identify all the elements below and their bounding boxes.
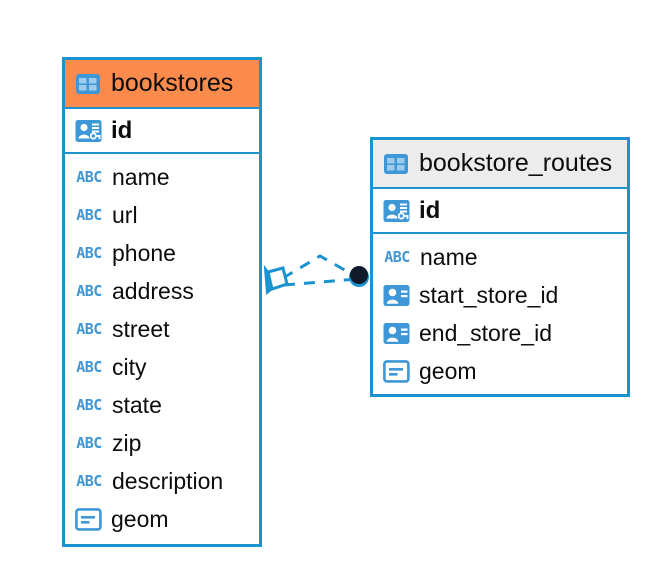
foreign-key-icon	[383, 322, 410, 345]
field-row[interactable]: geom	[373, 352, 627, 390]
field-row[interactable]: geom	[65, 500, 259, 538]
field-label: city	[112, 353, 147, 380]
field-label: phone	[112, 239, 176, 266]
field-row[interactable]: start_store_id	[373, 276, 627, 314]
field-label: end_store_id	[419, 319, 552, 346]
primary-key-row[interactable]: id	[65, 107, 259, 154]
abc-text-icon: ABC	[76, 243, 102, 262]
field-label: name	[112, 163, 170, 190]
abc-text-icon: ABC	[76, 433, 102, 452]
field-row[interactable]: ABC name	[65, 158, 259, 196]
field-list: ABC name start_store_id	[373, 234, 627, 396]
entity-title: bookstore_routes	[419, 149, 613, 177]
geometry-icon	[383, 359, 410, 383]
primary-key-row[interactable]: id	[373, 187, 627, 234]
field-row[interactable]: ABC name	[373, 238, 627, 276]
primary-key-icon	[383, 199, 410, 223]
crows-foot-polygon-marker	[263, 264, 289, 295]
field-row[interactable]: ABC url	[65, 196, 259, 234]
abc-text-icon: ABC	[76, 205, 102, 224]
abc-text-icon: ABC	[76, 395, 102, 414]
field-label: geom	[111, 505, 169, 532]
entity-title: bookstores	[111, 69, 234, 97]
relationship-line-lower	[283, 277, 358, 287]
table-grid-icon	[75, 73, 101, 95]
field-label: street	[112, 315, 170, 342]
primary-key-icon	[75, 119, 102, 143]
abc-text-icon: ABC	[76, 319, 102, 338]
primary-key-label: id	[111, 116, 133, 144]
primary-key-label: id	[419, 196, 441, 224]
geometry-icon	[75, 507, 102, 531]
filled-dot-marker	[349, 266, 369, 287]
field-label: state	[112, 391, 162, 418]
entity-header[interactable]: bookstores	[65, 60, 259, 107]
abc-text-icon: ABC	[384, 247, 410, 266]
field-label: address	[112, 277, 194, 304]
field-row[interactable]: ABC phone	[65, 234, 259, 272]
field-label: description	[112, 467, 224, 494]
field-list: ABC name ABC url ABC phone ABC address A…	[65, 154, 259, 544]
field-row[interactable]: ABC city	[65, 348, 259, 386]
entity-header[interactable]: bookstore_routes	[373, 140, 627, 187]
field-label: url	[112, 201, 138, 228]
field-label: start_store_id	[419, 281, 559, 308]
entity-bookstores[interactable]: bookstores id ABC	[62, 57, 262, 547]
abc-text-icon: ABC	[76, 357, 102, 376]
table-grid-icon	[383, 153, 409, 175]
abc-text-icon: ABC	[76, 281, 102, 300]
field-label: geom	[419, 357, 477, 384]
relationship-line-upper	[282, 254, 358, 280]
field-label: zip	[112, 429, 142, 456]
field-row[interactable]: end_store_id	[373, 314, 627, 352]
field-row[interactable]: ABC description	[65, 462, 259, 500]
abc-text-icon: ABC	[76, 471, 102, 490]
field-row[interactable]: ABC address	[65, 272, 259, 310]
field-row[interactable]: ABC street	[65, 310, 259, 348]
field-row[interactable]: ABC state	[65, 386, 259, 424]
field-row[interactable]: ABC zip	[65, 424, 259, 462]
abc-text-icon: ABC	[76, 167, 102, 186]
foreign-key-icon	[383, 284, 410, 307]
field-label: name	[420, 243, 478, 270]
entity-bookstore-routes[interactable]: bookstore_routes id ABC	[370, 137, 630, 397]
